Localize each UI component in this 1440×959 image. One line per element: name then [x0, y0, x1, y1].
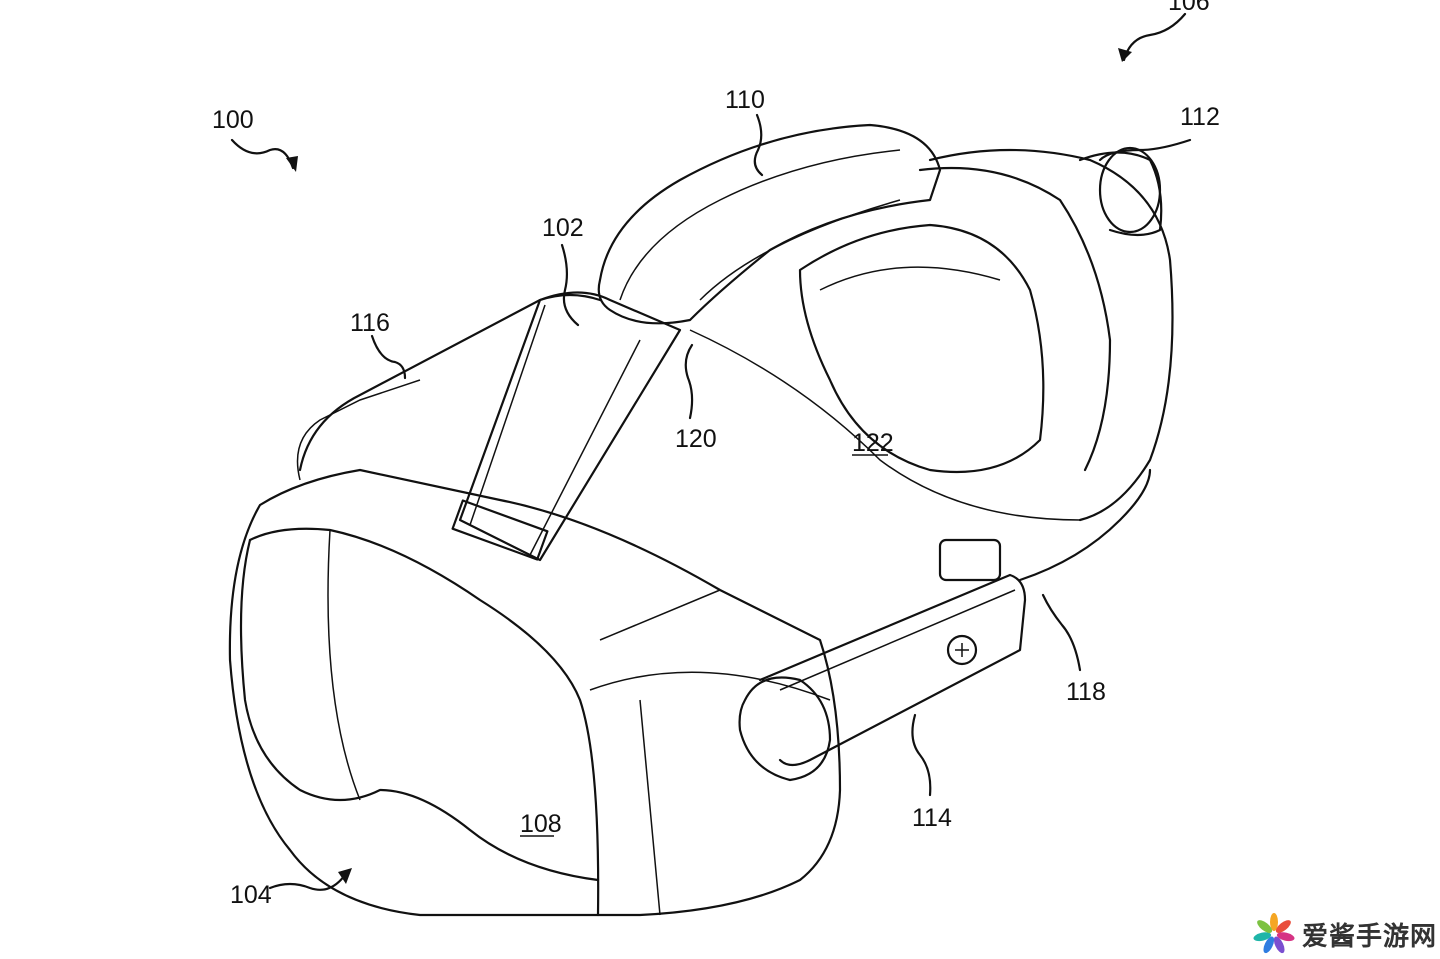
- ref-118: 118: [1066, 678, 1106, 706]
- watermark-petal: [1253, 932, 1272, 942]
- front-visor-housing: [228, 293, 842, 917]
- ref-112: 112: [1180, 103, 1220, 131]
- ref-106: 106: [1168, 0, 1210, 16]
- ref-122: 122: [852, 429, 894, 457]
- watermark: 爱酱手游网: [1252, 912, 1437, 956]
- side-arm: [738, 468, 1152, 782]
- ref-120: 120: [675, 425, 717, 453]
- rear-head-assembly: [689, 146, 1174, 522]
- watermark-petal: [1257, 920, 1273, 933]
- watermark-petal: [1275, 920, 1291, 933]
- watermark-flower-logo-icon: [1253, 913, 1295, 954]
- watermark-petal: [1276, 932, 1295, 942]
- leader-lines: [230, 12, 1192, 891]
- ref-102: 102: [542, 214, 584, 242]
- watermark-petal: [1263, 936, 1275, 954]
- watermark-text: 爱酱手游网: [1302, 921, 1438, 952]
- ref-108: 108: [520, 810, 562, 838]
- ref-100: 100: [212, 106, 254, 134]
- watermark-petal: [1273, 936, 1285, 954]
- top-strap: [451, 291, 682, 562]
- head-pad: [597, 123, 942, 325]
- watermark-petal: [1270, 913, 1278, 931]
- ref-114: 114: [912, 804, 952, 832]
- ref-116: 116: [350, 309, 390, 337]
- ref-104: 104: [230, 881, 272, 909]
- ref-110: 110: [725, 86, 765, 114]
